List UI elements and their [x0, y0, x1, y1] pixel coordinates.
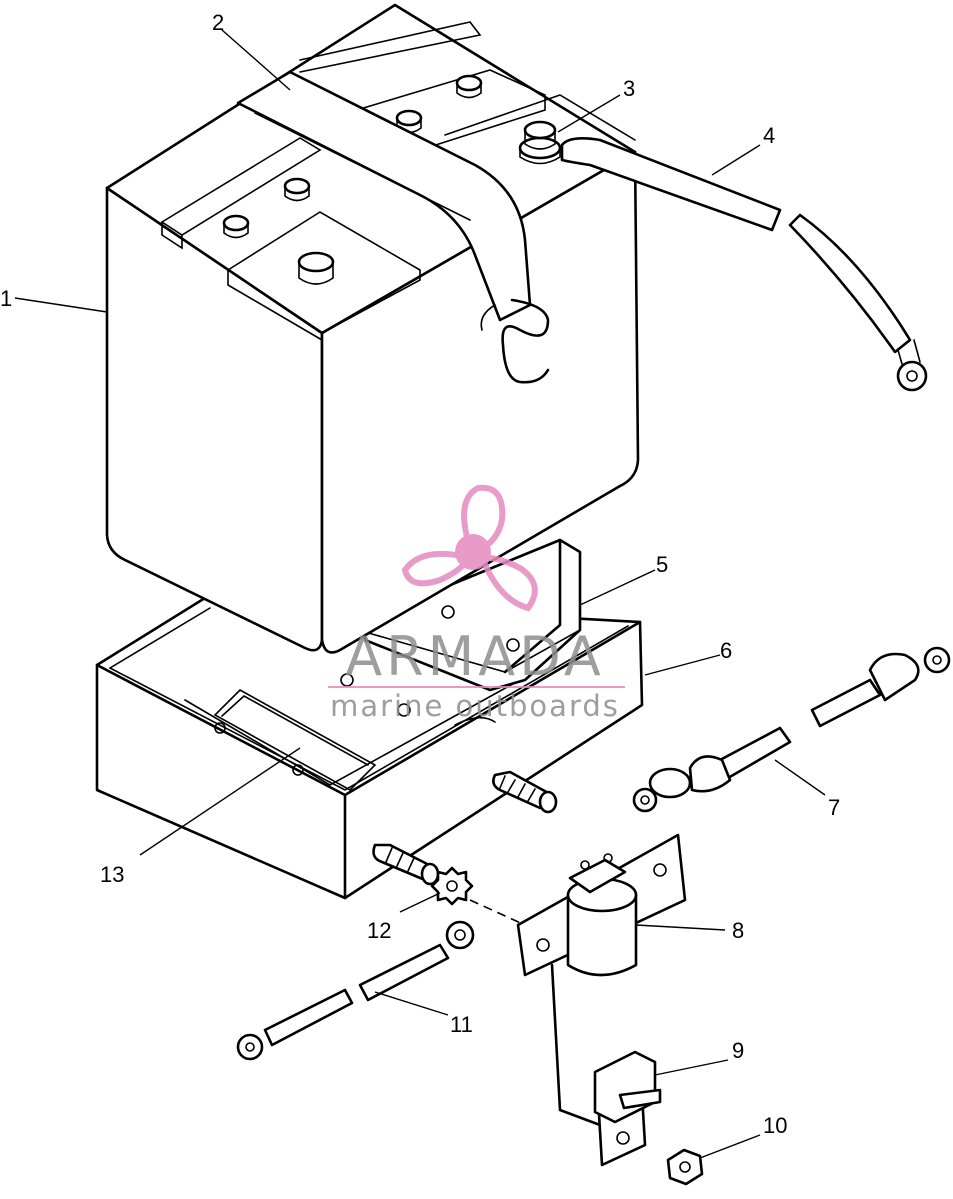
callout-10: 10: [763, 1113, 787, 1138]
watermark-tagline: marine outboards: [330, 689, 620, 723]
callout-2: 2: [212, 10, 224, 35]
callout-5: 5: [656, 552, 668, 577]
stud-upper: [492, 770, 558, 814]
hold-down-strap: [236, 70, 550, 384]
callout-4: 4: [763, 123, 775, 148]
hex-nut: [666, 1148, 704, 1186]
callout-1: 1: [0, 286, 12, 311]
callout-3: 3: [623, 76, 635, 101]
leader-lines: [14, 29, 826, 1159]
callout-11: 11: [450, 1012, 473, 1037]
terminal-nut: [518, 120, 562, 165]
callout-numbers: 1 2 3 4 5 6 7 8 9 10 11 12 13: [0, 10, 840, 1138]
ground-cable: [236, 920, 475, 1061]
battery-bracket: [340, 538, 582, 717]
callout-6: 6: [720, 638, 732, 663]
callout-8: 8: [732, 918, 744, 943]
callout-13: 13: [100, 862, 124, 887]
callout-7: 7: [828, 795, 840, 820]
battery-cable-7: [632, 646, 951, 813]
watermark-brand: ARMADA: [345, 625, 605, 688]
battery-cable-positive: [560, 137, 928, 392]
star-washer: [430, 866, 474, 906]
callout-9: 9: [732, 1038, 744, 1063]
starter-solenoid: [516, 833, 687, 977]
watermark: ARMADA marine outboards: [328, 484, 625, 723]
rectifier-bracket: [550, 963, 662, 1167]
callout-12: 12: [367, 918, 391, 943]
propeller-icon: [401, 484, 538, 612]
